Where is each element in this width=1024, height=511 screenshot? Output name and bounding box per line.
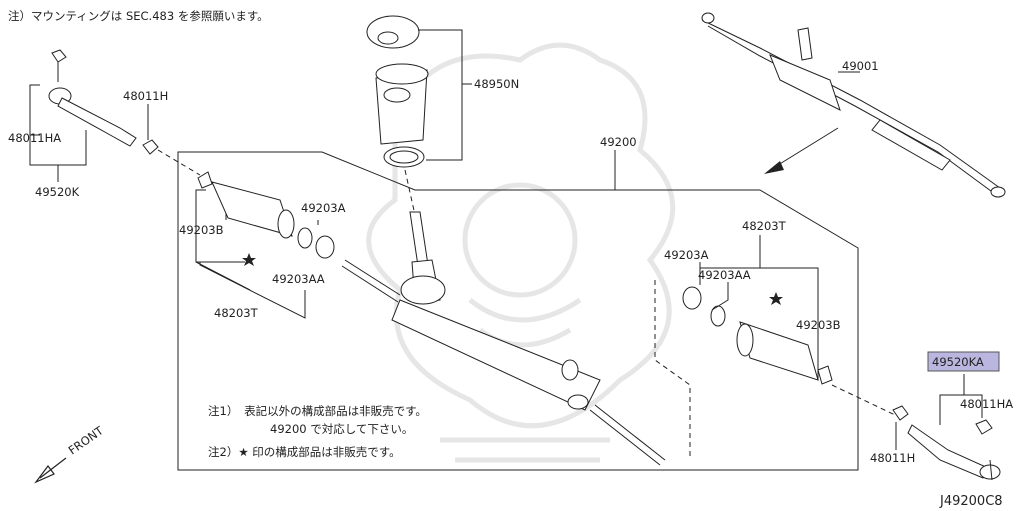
highlight-49520KA[interactable] [927, 351, 1000, 372]
drawing-code: J49200C8 [939, 494, 1003, 509]
watermark-emblem [366, 42, 676, 463]
label-49203A-left: 49203A [301, 201, 346, 215]
boot-right [682, 286, 833, 385]
label-49203B-left: 49203B [179, 223, 224, 237]
boot-left [197, 171, 335, 259]
tie-rod-end-left [48, 49, 137, 147]
label-48011HA-left: 48011HA [8, 131, 61, 145]
label-48011H-left: 48011H [123, 89, 168, 103]
front-label: FRONT [66, 423, 107, 458]
star-icon-left [242, 253, 256, 266]
leader-right-boot-group [699, 235, 819, 380]
right-axis-dash [831, 384, 896, 416]
label-49203AA-left: 49203AA [272, 272, 325, 286]
nut-48011H-right [892, 405, 909, 421]
note-1-line-1: 注1） 表記以外の構成部品は非販売です。 [208, 404, 427, 418]
label-48203T-left: 48203T [214, 306, 259, 320]
tie-rod-end-right [907, 419, 1001, 481]
label-49520K: 49520K [35, 185, 80, 199]
label-48203T-right: 48203T [742, 219, 787, 233]
leader-left-boot-group [195, 189, 319, 319]
nut-48011H-left [142, 139, 159, 155]
left-axis-dash [157, 149, 201, 176]
leader-48011HA-left [29, 84, 87, 166]
overview-arrowhead [764, 161, 784, 174]
right-group-dash-box [654, 280, 691, 460]
note-1-line-2: 49200 で対応して下さい。 [270, 422, 413, 436]
part-48950N-mounts [366, 15, 429, 168]
mount-dash-line [404, 169, 416, 216]
star-icon-right [769, 292, 783, 305]
leader-right-tie-rod [939, 374, 983, 425]
steering-rack-body [341, 211, 666, 466]
label-49203AA-right: 49203AA [698, 268, 751, 282]
overview-arrow [769, 127, 839, 171]
label-48011H-right: 48011H [870, 451, 915, 465]
note-2: 注2）★ 印の構成部品は非販売です。 [208, 445, 401, 459]
label-48011HA-right: 48011HA [960, 397, 1013, 411]
label-49001: 49001 [842, 59, 879, 73]
label-49520KA[interactable]: 49520KA [932, 355, 984, 369]
rack-assembly-overview [701, 12, 1006, 198]
label-49203A-right: 49203A [664, 248, 709, 262]
leader-48950N [418, 29, 472, 161]
label-49203B-right: 49203B [796, 318, 841, 332]
header-note: 注）マウンティングは SEC.483 を参照願います。 [8, 9, 269, 23]
front-indicator: FRONT [34, 423, 107, 484]
label-49200: 49200 [600, 135, 637, 149]
label-48950N: 48950N [474, 77, 519, 91]
assembly-49200-outline [177, 151, 859, 471]
